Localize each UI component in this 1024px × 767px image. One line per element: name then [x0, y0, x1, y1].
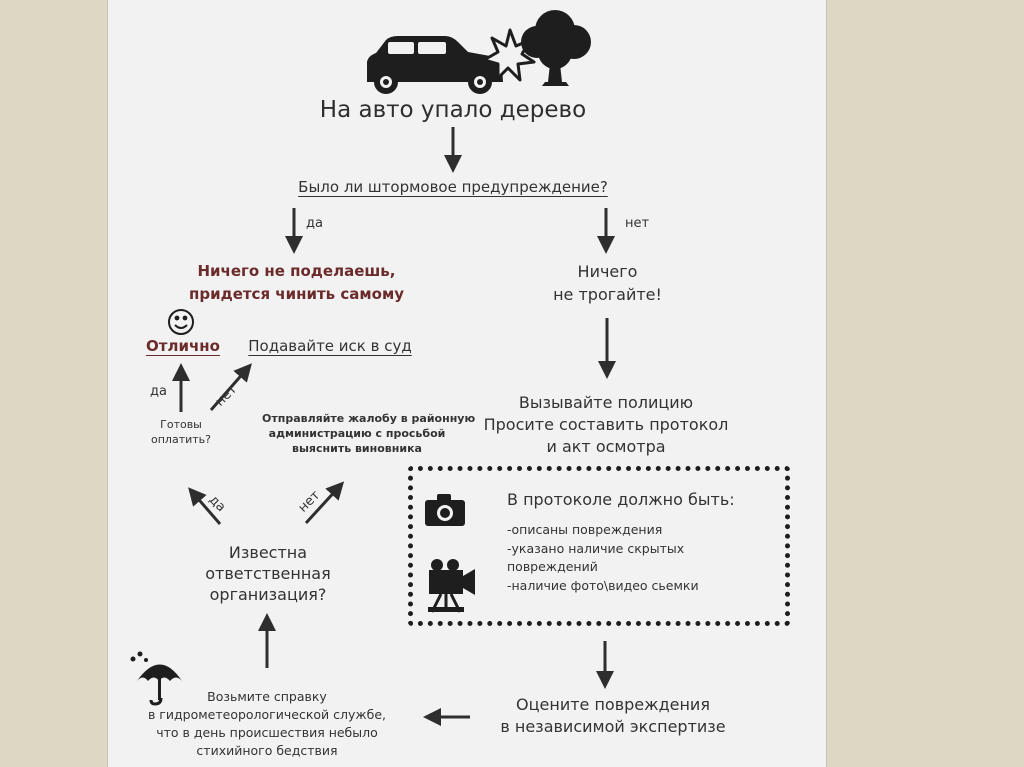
umbrella-icon	[130, 651, 182, 706]
call-police-line2: Просите составить протокол	[483, 415, 729, 434]
sue-label: Подавайте иск в суд	[248, 337, 412, 355]
car-icon	[367, 36, 503, 94]
call-police-line1: Вызывайте полицию	[518, 393, 694, 412]
complaint-line3: выяснить виновника	[292, 442, 422, 455]
tree-icon	[521, 10, 591, 86]
assess-line2: в независимой экспертизе	[500, 717, 726, 736]
complaint-line1: Отправляйте жалобу в районную	[262, 412, 476, 425]
weather-cert-line2: в гидрометеорологической службе,	[147, 707, 387, 722]
protocol-item-3: повреждений	[507, 559, 598, 574]
weather-cert-line4: стихийного бедствия	[196, 743, 338, 758]
protocol-item-2: -указано наличие скрытых	[507, 541, 685, 556]
flow-arrows	[172, 127, 616, 726]
responsible-org-line1: Известна	[228, 543, 308, 562]
responsible-org-line3: организация?	[209, 585, 327, 604]
weather-cert-line3: что в день происшествия небыло	[156, 725, 378, 740]
yes-label-2: да	[150, 384, 167, 399]
ready-to-pay-line1: Готовы	[160, 418, 202, 431]
protocol-item-4: -наличие фото\видео сьемки	[507, 578, 699, 593]
protocol-box	[408, 466, 790, 626]
protocol-item-1: -описаны повреждения	[507, 522, 663, 537]
video-camera-icon	[428, 559, 475, 613]
yes-label-1: да	[306, 216, 323, 231]
slide	[107, 0, 827, 767]
dont-touch-line1: Ничего	[577, 262, 638, 281]
storm-question: Было ли штормовое предупреждение?	[298, 178, 608, 196]
dont-touch-line2: не трогайте!	[553, 285, 662, 304]
smiley-icon	[168, 309, 194, 335]
no-label-1: нет	[625, 216, 650, 231]
protocol-heading: В протоколе должно быть:	[507, 490, 735, 509]
nothing-to-do-line1: Ничего не поделаешь,	[197, 262, 396, 280]
camera-icon	[425, 494, 465, 526]
call-police-line3: и акт осмотра	[546, 437, 666, 456]
diagram-title: На авто упало дерево	[319, 97, 587, 123]
nothing-to-do-line2: придется чинить самому	[188, 285, 405, 303]
responsible-org-line2: ответственная	[205, 564, 331, 583]
ready-to-pay-line2: оплатить?	[151, 433, 211, 446]
weather-cert-line1: Возьмите справку	[207, 689, 327, 704]
complaint-line2: администрацию с просьбой	[268, 427, 446, 440]
assess-line1: Оцените повреждения	[516, 695, 710, 714]
excellent-label: Отлично	[146, 337, 220, 355]
